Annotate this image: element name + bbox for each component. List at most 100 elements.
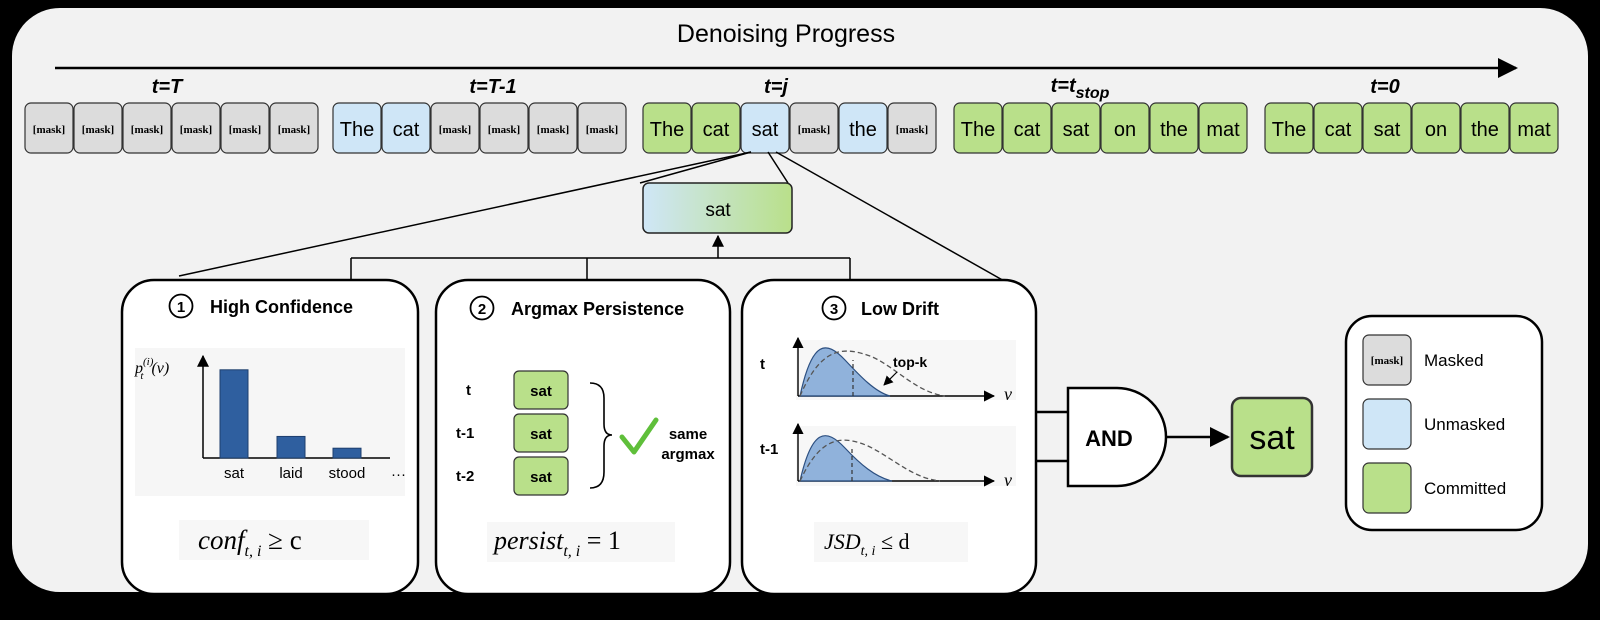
panel-argmax-persistence: 2 Argmax Persistence t sat t-1 sat t-2 s… [434,278,732,596]
token-unmasked [381,102,431,154]
formula-background [814,522,968,562]
token-masked [577,102,627,154]
zoom-connectors [178,151,1007,283]
token-text: [mask] [798,124,830,136]
timestep-label: t=tstop [1051,75,1110,102]
legend-label: Unmasked [1424,415,1505,434]
timestep-label: t=T-1 [469,76,516,98]
token-masked [220,102,270,154]
token-text: on [1114,119,1136,141]
drift-axis-label: v [1004,384,1012,404]
and-gate-shape [1066,386,1168,488]
formula-drift: JSDt, i ≤ d [824,529,910,559]
token-text: The [961,119,995,141]
token-text: [mask] [229,124,261,136]
token-text: [mask] [586,124,618,136]
number-badge-text: 3 [830,301,838,318]
panel-low-drift: 3 Low Drift t top-k v t-1 v JSDt, i ≤ d [740,278,1038,596]
persistence-row-label: t-2 [456,468,474,485]
token-text: the [849,119,877,141]
token-masked [73,102,123,154]
token-masked [528,102,578,154]
legend-swatch-committed [1362,462,1412,514]
persistence-token [513,370,569,410]
drift-annotation: top-k [893,354,927,370]
token-committed [642,102,692,154]
token-text: cat [1014,119,1041,141]
selected-token-box [642,182,793,234]
legend-label: Committed [1424,479,1506,498]
chart-background [135,348,405,496]
output-token-box [1230,396,1314,478]
diagram-title: Denoising Progress [677,20,895,48]
token-text: cat [703,119,730,141]
persistence-token [513,413,569,453]
token-text: The [650,119,684,141]
token-text: the [1471,119,1499,141]
token-text: the [1160,119,1188,141]
token-text: [mask] [180,124,212,136]
token-committed [1509,102,1559,154]
token-text: [mask] [537,124,569,136]
legend-swatch-masked [1362,334,1412,386]
bar-label: stood [329,465,366,482]
timestep-label: t=T [152,76,184,98]
persistence-token-text: sat [530,426,552,443]
token-committed [953,102,1003,154]
number-badge-text: 2 [478,301,486,318]
token-text: The [1272,119,1306,141]
bar-laid [276,435,306,459]
token-unmasked [838,102,888,154]
panel-title: High Confidence [210,297,353,317]
timestep-label: t=j [764,76,788,98]
formula-confidence: conft, i ≥ c [198,525,302,560]
token-text: cat [1325,119,1352,141]
tree-connectors [350,234,851,280]
token-masked [479,102,529,154]
token-text: on [1425,119,1447,141]
token-committed [1313,102,1363,154]
bar-label: sat [224,465,245,482]
persistence-token-text: sat [530,469,552,486]
token-text: cat [393,119,420,141]
token-masked [789,102,839,154]
persistence-row-label: t-1 [456,425,474,442]
token-text: The [340,119,374,141]
token-committed [1051,102,1101,154]
number-badge [821,295,847,321]
and-gate: AND [1036,386,1168,488]
token-text: [mask] [488,124,520,136]
token-masked [122,102,172,154]
persistence-row-label: t [466,382,471,399]
selected-token-text: sat [705,200,731,221]
formula-background [179,520,369,560]
token-text: [mask] [82,124,114,136]
token-committed [1198,102,1248,154]
legend-swatch-unmasked [1362,398,1412,450]
formula-background [487,522,675,562]
token-masked [171,102,221,154]
drift-row-label: t [760,356,765,373]
token-text: [mask] [439,124,471,136]
token-text: mat [1517,119,1551,141]
number-badge-text: 1 [177,299,185,316]
token-text: [mask] [896,124,928,136]
panel-title: Argmax Persistence [511,299,684,319]
token-unmasked [332,102,382,154]
token-committed [1362,102,1412,154]
more-categories: ··· [391,466,406,483]
formula-persistence: persistt, i = 1 [492,526,621,560]
legend-swatch-text: [mask] [1371,355,1403,367]
token-masked [887,102,937,154]
token-text: sat [1374,119,1401,141]
panel-title: Low Drift [861,299,939,319]
token-text: sat [1063,119,1090,141]
legend-label: Masked [1424,351,1484,370]
persistence-token-text: sat [530,383,552,400]
token-committed [1264,102,1314,154]
token-committed [1460,102,1510,154]
token-text: [mask] [131,124,163,136]
